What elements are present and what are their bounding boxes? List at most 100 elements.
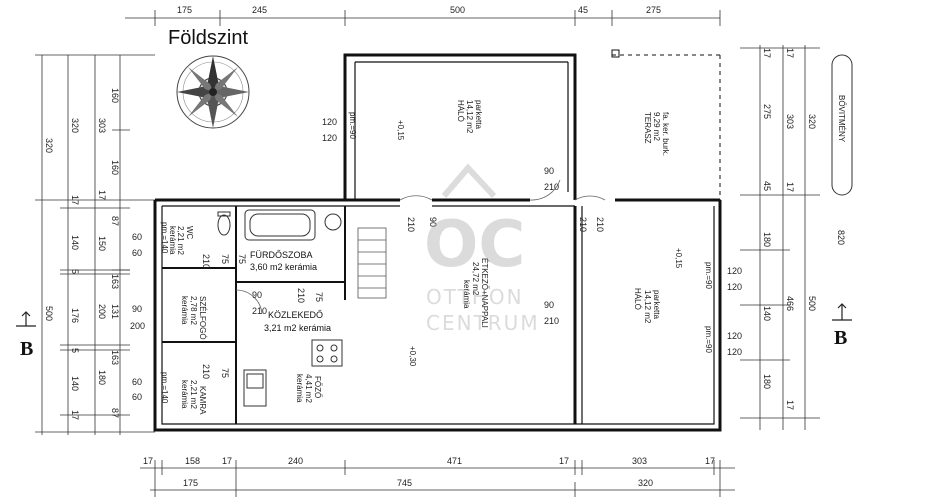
bathtub-icon [244, 209, 342, 241]
room-pm1: pm.=90 [704, 262, 713, 289]
dim-b1-240: 240 [288, 456, 303, 466]
dim-r2-17a: 17 [785, 182, 795, 192]
room-kamra: KAMRA 2,21 m2 kerámia pm.=140 [160, 372, 207, 415]
dim-l3-200: 200 [97, 304, 107, 319]
dim-b2-320: 320 [638, 478, 653, 488]
dim-l2-17a: 17 [70, 195, 80, 205]
dim-r2-17b: 17 [785, 400, 795, 410]
room-pm: pm.=90 [348, 112, 357, 139]
room-floor: kerámia [295, 374, 304, 403]
opening-90c: 90 [252, 290, 262, 300]
room-area: 2,78 m2 [189, 296, 198, 325]
room-furdoszoba-name: FÜRDŐSZOBA [250, 250, 313, 260]
opening-60d: 60 [132, 392, 142, 402]
watermark-logo: OC OTTHON CENTRUM [424, 163, 540, 335]
opening-120d: 120 [727, 282, 742, 292]
dim-b1-158: 158 [185, 456, 200, 466]
room-name: SZÉLFOGÓ [198, 296, 207, 340]
dim-b2-745: 745 [397, 478, 412, 488]
opening-60c: 60 [132, 377, 142, 387]
room-floor: kerámia [168, 226, 177, 255]
dim-r1-45: 45 [762, 181, 772, 191]
dim-r3-820: 820 [836, 230, 846, 245]
watermark-logo-text: OC [424, 208, 525, 282]
opening-75k: 75 [220, 368, 230, 378]
dim-l3-303: 303 [97, 118, 107, 133]
dim-b1-17c: 17 [559, 456, 569, 466]
dim-r3-320: 320 [807, 114, 817, 129]
dim-l3-150: 150 [97, 236, 107, 251]
room-pm: pm.=140 [160, 372, 169, 404]
extension-label: BŐVITMÉNY [837, 95, 846, 143]
room-area: 2,21 m2 [189, 380, 198, 409]
dim-l2-320: 320 [70, 118, 80, 133]
door-swings [235, 179, 606, 315]
left-dimension-lines [35, 54, 155, 435]
dim-l4-87b: 87 [110, 408, 120, 418]
dim-r-17a: 17 [762, 48, 772, 58]
dim-top-500: 500 [450, 5, 465, 15]
dim-r2-140: 140 [762, 306, 772, 321]
opening-60a: 60 [132, 232, 142, 242]
opening-210e: 210 [252, 306, 267, 316]
opening-210k: 210 [201, 364, 211, 379]
stairs [357, 227, 387, 299]
section-label-left: B [20, 338, 33, 360]
dim-l2-176: 176 [70, 308, 80, 323]
room-area: 4,41 m2 [304, 374, 313, 403]
stove-icon [311, 339, 343, 367]
opening-120c: 120 [727, 266, 742, 276]
opening-90b: 90 [428, 217, 438, 227]
dim-top-45: 45 [578, 5, 588, 15]
opening-210g: 210 [544, 316, 559, 326]
watermark-line2: CENTRUM [426, 311, 540, 335]
room-area: 2,21 m2 [176, 226, 185, 255]
dim-l3-17: 17 [97, 190, 107, 200]
opening-120b: 120 [322, 133, 337, 143]
opening-210c: 210 [578, 217, 588, 232]
dim-l4-87a: 87 [110, 216, 120, 226]
dim-l2-17b: 17 [70, 410, 80, 420]
room-wc: WC 2,21 m2 kerámia pm.=140 [160, 222, 194, 255]
opening-60b: 60 [132, 248, 142, 258]
top-dimension-line [125, 10, 721, 26]
dim-b2-175: 175 [183, 478, 198, 488]
dim-l2-5b: 5 [70, 348, 80, 353]
dim-l3-180: 180 [97, 370, 107, 385]
room-floor: parketta [474, 100, 483, 129]
room-area: 14,12 m2 [643, 290, 652, 324]
dim-r2-303: 303 [785, 114, 795, 129]
room-area: 14,12 m2 [465, 100, 474, 134]
dim-b1-303: 303 [632, 456, 647, 466]
opening-210a: 210 [544, 182, 559, 192]
room-area: 9,29 m2 [652, 112, 661, 141]
room-name: WC [185, 226, 194, 240]
room-name: ÉTKEZŐ+NAPPALI [480, 258, 489, 328]
opening-210wc: 210 [201, 254, 211, 269]
dim-left-320a: 320 [44, 138, 54, 153]
room-etkezo: ÉTKEZŐ+NAPPALI 24,72 m2 kerámia [462, 258, 489, 328]
room-level: +0,15 [396, 120, 405, 141]
dim-top-245: 245 [252, 5, 267, 15]
opening-75bath: 75 [237, 254, 247, 264]
room-halo-right: HÁLÓ 14,12 m2 parketta +0,15 pm.=90 pm.=… [633, 248, 713, 353]
room-name: HÁLÓ [456, 100, 465, 122]
room-pm: pm.=140 [160, 222, 169, 254]
right-dimension-lines [740, 45, 820, 430]
opening-210b: 210 [406, 217, 416, 232]
watermark-line1: OTTHON [426, 285, 524, 309]
dim-r1-466: 466 [785, 296, 795, 311]
dim-l4-131: 131 [110, 304, 120, 319]
room-name: HÁLÓ [633, 288, 642, 310]
dim-b1-17d: 17 [705, 456, 715, 466]
opening-200w: 200 [130, 321, 145, 331]
room-furdoszoba-area: 3,60 m2 kerámia [250, 262, 317, 272]
section-arrow-right [832, 303, 852, 321]
dim-top-175: 175 [177, 5, 192, 15]
dim-l2-140b: 140 [70, 376, 80, 391]
dim-r1-180a: 180 [762, 232, 772, 247]
dim-r-17b: 17 [785, 48, 795, 58]
opening-75wc: 75 [220, 254, 230, 264]
dim-left-500: 500 [44, 306, 54, 321]
